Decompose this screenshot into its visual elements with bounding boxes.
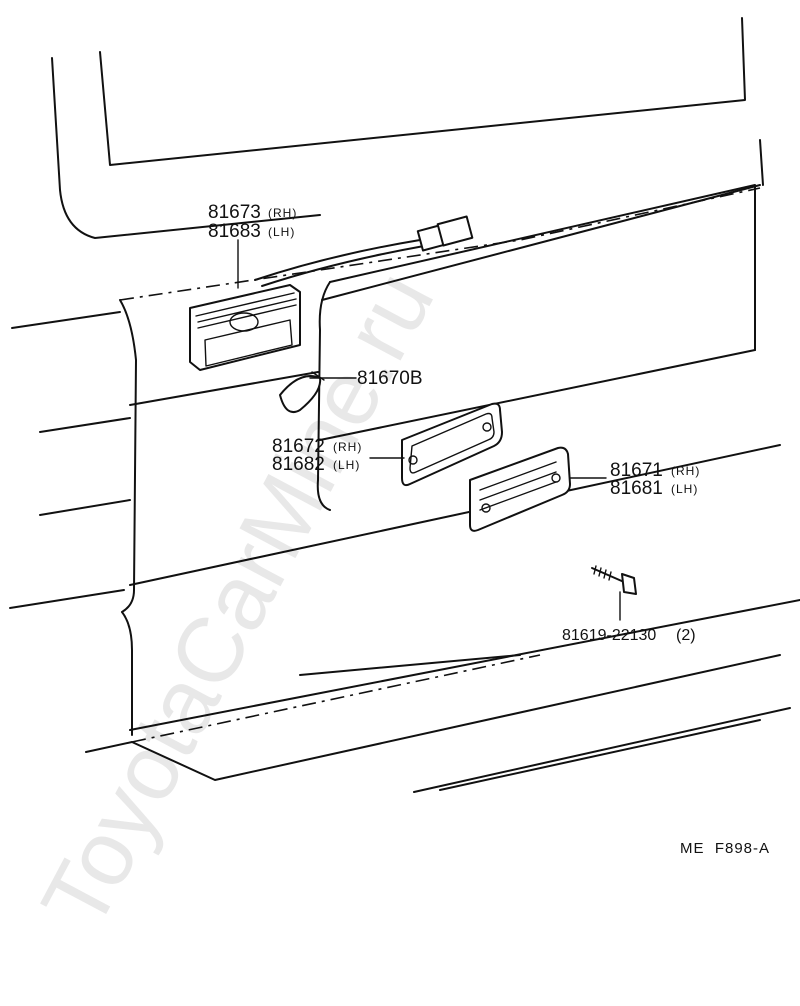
wire-inner (261, 245, 425, 287)
bulb-glass (279, 375, 322, 414)
lens-prism-lines (479, 461, 557, 511)
bumper-line-4 (413, 707, 791, 793)
quantity-label: (2) (676, 627, 696, 644)
lens-hole-right (551, 473, 561, 483)
bumper-edge (121, 611, 133, 736)
bumper-line-3 (299, 654, 521, 676)
side-label: (RH) (268, 206, 297, 220)
lamp-housing-ribs (195, 292, 297, 329)
gasket-outer (401, 402, 503, 487)
body-line-left-2 (39, 499, 131, 516)
callout-81670b: 81670B (357, 368, 423, 389)
part-number: 81619-22130 (562, 627, 656, 644)
part-number: 81672 (272, 436, 325, 457)
lamp-housing-face (204, 319, 293, 367)
side-label: (LH) (268, 225, 295, 239)
lamp-recess-edge (316, 281, 331, 511)
side-label: (LH) (671, 482, 698, 496)
figure-code: ME F898-A (680, 840, 770, 857)
bumper-line-2 (85, 654, 781, 781)
callout-81682: 81682 (LH) (272, 454, 360, 475)
body-line-left-1 (39, 417, 131, 433)
lens-hole-left (481, 503, 491, 513)
gasket (401, 402, 503, 487)
body-line-lower (129, 444, 781, 586)
body-upper-edge (51, 57, 321, 239)
body-line-upper (129, 371, 319, 406)
part-number: 81681 (610, 478, 663, 499)
callout-81672: 81672 (RH) (272, 436, 362, 457)
callout-81681: 81681 (LH) (610, 478, 698, 499)
panel-mid-line (319, 349, 756, 441)
bulb (279, 371, 325, 414)
lens-body (469, 446, 571, 532)
screw (591, 565, 637, 595)
lamp-housing-body (189, 284, 301, 371)
body-edge-right (759, 139, 764, 186)
side-label: (RH) (671, 464, 700, 478)
gasket-hole-left (408, 455, 418, 465)
screw-thread (593, 565, 612, 581)
lamp-housing (189, 284, 301, 371)
wire-harness (254, 215, 474, 287)
panel-seam (119, 299, 137, 613)
part-number: 81683 (208, 221, 261, 242)
screw-shank (591, 567, 625, 583)
body-line-left-0 (11, 311, 121, 329)
wire (254, 239, 421, 281)
panel-top-inner (321, 184, 761, 301)
part-number: 81670B (357, 368, 423, 389)
callout-81683: 81683 (LH) (208, 221, 295, 242)
callout-81671: 81671 (RH) (610, 460, 700, 481)
panel-top-edge (329, 184, 756, 351)
callout-81619: 81619-22130 (2) (562, 627, 696, 644)
lens (469, 446, 571, 532)
screw-head (621, 573, 637, 595)
bumper-line-1 (129, 599, 800, 731)
part-number: 81682 (272, 454, 325, 475)
rear-window-outline (99, 17, 746, 166)
vehicle-body (9, 17, 800, 793)
bumper-line-5 (439, 719, 761, 791)
gasket-inner (409, 412, 495, 474)
side-label: (LH) (333, 458, 360, 472)
connector-plug (436, 215, 474, 247)
lamp-socket (229, 312, 259, 332)
gasket-hole-right (482, 422, 492, 432)
leader-lines (237, 239, 621, 621)
body-line-left-3 (9, 589, 125, 609)
callout-81673: 81673 (RH) (208, 202, 297, 223)
part-number: 81673 (208, 202, 261, 223)
side-label: (RH) (333, 440, 362, 454)
bumper-dash (131, 654, 541, 743)
part-number: 81671 (610, 460, 663, 481)
